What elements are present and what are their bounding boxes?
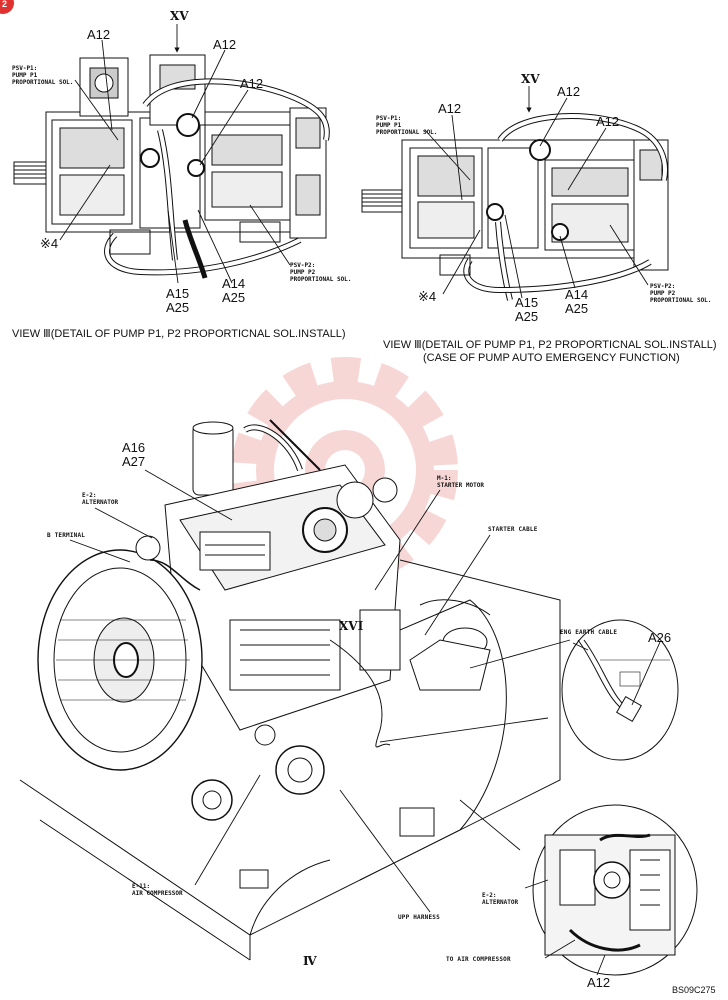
label-a12-left-top: A12 [87,27,111,42]
label-a25-right-a: A25 [515,309,539,324]
label-psv-p2-left: PSV-P2: PUMP P2 PROPORTIONAL SOL. [290,262,352,284]
e11-title: E-11: [132,883,151,890]
label-a27: A27 [122,454,146,469]
label-a12-right-left: A12 [438,101,462,116]
m1-title: M-1: [437,475,452,482]
psv-p2-left-line2: PROPORTIONAL SOL. [290,275,352,283]
label-upp-harness: UPP HARNESS [398,914,440,921]
e2b-title: E-2: [482,892,497,899]
label-a14-right: A14 [565,287,589,302]
psv-p2-left-title: PSV-P2: [290,262,316,269]
psv-p1-right-title: PSV-P1: [376,115,402,122]
leaders-left [59,24,291,284]
e2b-sub: ALTERNATOR [482,898,519,906]
caption-view-right-line1: VIEW Ⅲ(DETAIL OF PUMP P1, P2 PROPORTICNA… [383,339,717,351]
view-xv-marker-left: XV [170,9,189,23]
pump-drawing-right [361,113,669,301]
label-a15-left: A15 [166,286,190,301]
e11-sub: AIR COMPRESSOR [132,889,183,897]
label-a14-left: A14 [222,276,246,291]
psv-p2-right-line1: PUMP P2 [650,289,676,297]
label-view-iv: Ⅳ [303,954,317,968]
psv-p2-left-line1: PUMP P2 [290,268,316,276]
label-starter-cable: STARTER CABLE [488,526,538,533]
caption-view-right-line2: (CASE OF PUMP AUTO EMERGENCY FUNCTION) [423,352,680,364]
label-to-air-compressor: TO AIR COMPRESSOR [446,956,511,963]
label-a12-right-right: A12 [596,114,620,129]
badge-number: 2 [2,0,8,9]
label-a25-left-b: A25 [222,290,246,305]
pump-drawing-left [13,54,330,279]
e2-sub: ALTERNATOR [82,498,119,506]
psv-p2-right-title: PSV-P2: [650,283,676,290]
label-a15-right: A15 [515,295,539,310]
label-eng-earth-cable: ENG EARTH CABLE [560,629,618,636]
psv-p1-left-line1: PUMP P1 [12,71,38,79]
label-a12-left-center: A12 [240,76,264,91]
label-a25-right-b: A25 [565,301,589,316]
label-e11-air-compressor: E-11: AIR COMPRESSOR [132,883,183,898]
label-psv-p2-right: PSV-P2: PUMP P2 PROPORTIONAL SOL. [650,283,712,305]
label-a12-bottom: A12 [587,975,611,990]
caption-view-left: VIEW Ⅲ(DETAIL OF PUMP P1, P2 PROPORTICNA… [12,328,346,340]
m1-sub: STARTER MOTOR [437,481,484,489]
engine-drawing [19,419,561,961]
psv-p1-left-title: PSV-P1: [12,65,38,72]
label-e2-alternator-top: E-2: ALTERNATOR [82,492,119,507]
view-xv-marker-right: XV [521,72,540,86]
alternator-detail [532,804,698,976]
leaders-right [424,86,649,299]
label-psv-p1-right: PSV-P1: PUMP P1 PROPORTIONAL SOL. [376,115,438,137]
label-psv-p1-left: PSV-P1: PUMP P1 PROPORTIONAL SOL. [12,65,74,87]
label-b-terminal: B TERMINAL [47,532,86,539]
earth-cable-detail [561,619,679,761]
label-a16: A16 [122,440,146,455]
leaders-engine [69,469,661,976]
label-m1-starter-motor: M-1: STARTER MOTOR [437,475,484,490]
label-a26: A26 [648,630,672,645]
label-view-xvi: XVI [339,619,364,633]
figure-code: BS09C275 [672,985,716,995]
label-a25-left-a: A25 [166,300,190,315]
label-a12-right-top: A12 [557,84,581,99]
e2-title: E-2: [82,492,97,499]
psv-p1-left-line2: PROPORTIONAL SOL. [12,78,74,86]
page-badge: 2 [0,0,14,14]
psv-p1-right-line1: PUMP P1 [376,121,402,129]
label-x4-left: ※4 [40,236,59,251]
label-x4-right: ※4 [418,289,437,304]
label-e2-alternator-bottom: E-2: ALTERNATOR [482,892,519,907]
psv-p2-right-line2: PROPORTIONAL SOL. [650,296,712,304]
psv-p1-right-line2: PROPORTIONAL SOL. [376,128,438,136]
label-a12-left-right: A12 [213,37,237,52]
